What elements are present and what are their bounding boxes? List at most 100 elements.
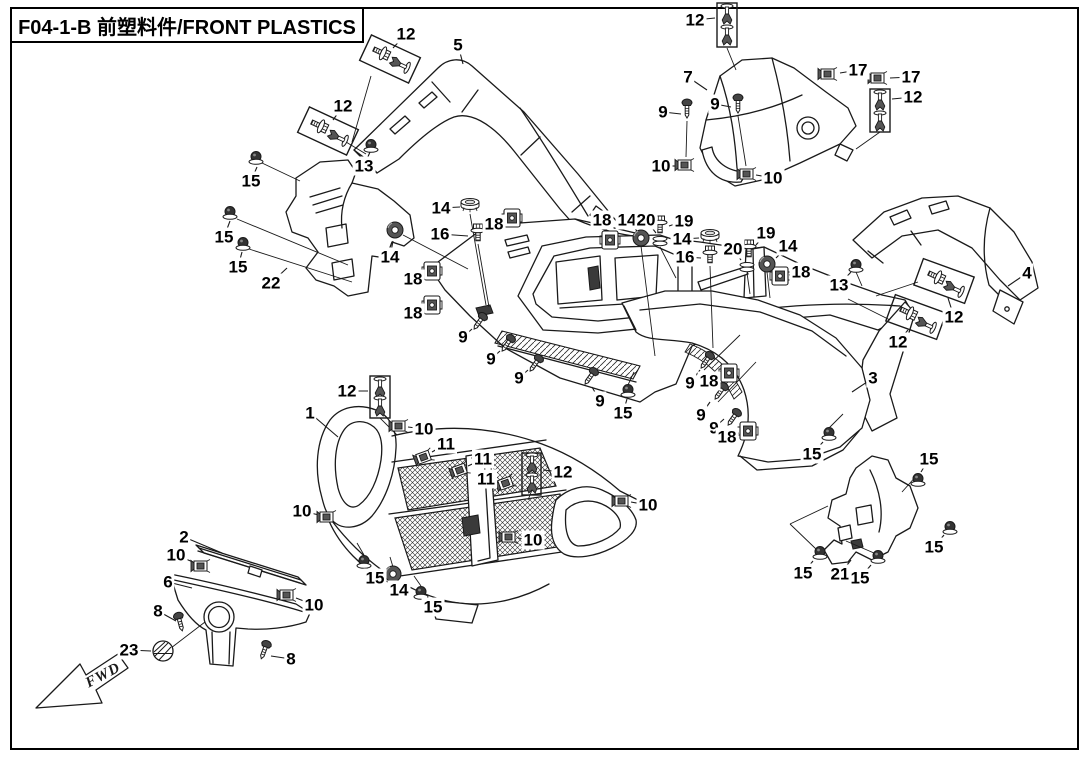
callout-15: 15	[239, 171, 263, 191]
callout-12: 12	[394, 24, 418, 44]
callout-12: 12	[901, 87, 925, 107]
callout-11: 11	[472, 449, 494, 469]
rivet-icon	[873, 89, 887, 111]
callout-19: 19	[754, 223, 778, 243]
callout-10: 10	[164, 545, 188, 565]
callout-23: 23	[117, 640, 141, 660]
emblem-icon	[152, 640, 174, 662]
washer-icon	[739, 262, 755, 273]
clip-icon	[817, 67, 838, 81]
part-2-trim-strip	[195, 544, 307, 586]
callout-15: 15	[848, 568, 872, 588]
nut-icon	[235, 237, 251, 251]
callout-17: 17	[899, 67, 923, 87]
bolt-icon	[370, 42, 393, 63]
rivet-icon	[387, 54, 413, 75]
callout-15: 15	[611, 403, 635, 423]
grommet-top-icon	[460, 198, 480, 213]
callout-9: 9	[512, 368, 526, 388]
callout-10: 10	[412, 419, 436, 439]
screw-icon	[681, 98, 693, 119]
callout-8: 8	[284, 649, 298, 669]
clip-large-icon	[599, 230, 621, 250]
callout-9: 9	[456, 327, 470, 347]
callout-14: 14	[615, 210, 639, 230]
callout-13: 13	[827, 275, 851, 295]
rivet-icon	[941, 278, 967, 299]
part-22-left-bracket	[285, 159, 415, 297]
part-1-front-bumper-grille	[316, 406, 641, 624]
callout-12: 12	[683, 10, 707, 30]
callout-14: 14	[670, 229, 694, 249]
callout-10: 10	[636, 495, 660, 515]
callout-10: 10	[521, 530, 545, 550]
clip-icon	[611, 494, 632, 508]
fwd-arrow: FWD	[35, 653, 129, 709]
callout-18: 18	[401, 303, 425, 323]
clip-icon	[498, 530, 519, 544]
callout-20: 20	[634, 210, 658, 230]
callout-19: 19	[672, 211, 696, 231]
callout-14: 14	[378, 247, 402, 267]
callout-15: 15	[212, 227, 236, 247]
callout-15: 15	[791, 563, 815, 583]
callout-14: 14	[387, 580, 411, 600]
callout-18: 18	[482, 214, 506, 234]
callout-13: 13	[352, 156, 376, 176]
callout-14: 14	[776, 236, 800, 256]
nut-icon	[222, 206, 238, 220]
clip-large-icon	[737, 421, 759, 441]
callout-12: 12	[551, 462, 575, 482]
callout-6: 6	[161, 572, 175, 592]
nut-icon	[356, 555, 372, 569]
screw-icon	[172, 610, 188, 633]
washer-icon	[652, 236, 668, 247]
callout-12: 12	[331, 96, 355, 116]
callout-18: 18	[590, 210, 614, 230]
callout-20: 20	[721, 239, 745, 259]
grommet-side-icon	[386, 221, 404, 239]
grommet-side-icon	[632, 229, 650, 247]
callout-15: 15	[922, 537, 946, 557]
nut-icon	[910, 473, 926, 487]
callout-9: 9	[694, 405, 708, 425]
callout-7: 7	[681, 67, 695, 87]
title-box: F04-1-B 前塑料件/FRONT PLASTICS	[10, 7, 364, 43]
clip-icon	[867, 71, 888, 85]
clip-icon	[190, 559, 211, 573]
callout-10: 10	[761, 168, 785, 188]
part-7-hood-cover	[699, 57, 857, 187]
grommet-top-icon	[700, 229, 720, 244]
clip-large-icon	[421, 261, 443, 281]
callout-4: 4	[1020, 263, 1034, 283]
part-6-lower-grille-trim	[169, 573, 311, 667]
rivet-icon	[873, 110, 887, 132]
callout-9: 9	[484, 349, 498, 369]
diagram-border	[10, 7, 1079, 750]
rivet-icon	[720, 24, 734, 46]
callout-8: 8	[151, 601, 165, 621]
callout-15: 15	[421, 597, 445, 617]
callout-1: 1	[303, 403, 317, 423]
page-title: F04-1-B 前塑料件/FRONT PLASTICS	[18, 16, 356, 39]
callout-16: 16	[428, 224, 452, 244]
rivet-icon	[325, 127, 351, 148]
callout-17: 17	[846, 60, 870, 80]
callout-9: 9	[708, 94, 722, 114]
screw-icon	[256, 638, 273, 661]
bolt-icon	[308, 115, 331, 136]
callout-3: 3	[866, 368, 880, 388]
callout-18: 18	[715, 427, 739, 447]
callout-11: 11	[435, 434, 457, 454]
callout-15: 15	[226, 257, 250, 277]
callout-21: 21	[828, 564, 852, 584]
callout-15: 15	[800, 444, 824, 464]
rivet-icon	[373, 395, 387, 417]
callout-15: 15	[917, 449, 941, 469]
part-21-right-bracket	[823, 455, 919, 565]
nut-icon	[942, 521, 958, 535]
clip-icon	[316, 510, 337, 524]
callout-12: 12	[942, 307, 966, 327]
assembly-lines	[170, 47, 919, 649]
